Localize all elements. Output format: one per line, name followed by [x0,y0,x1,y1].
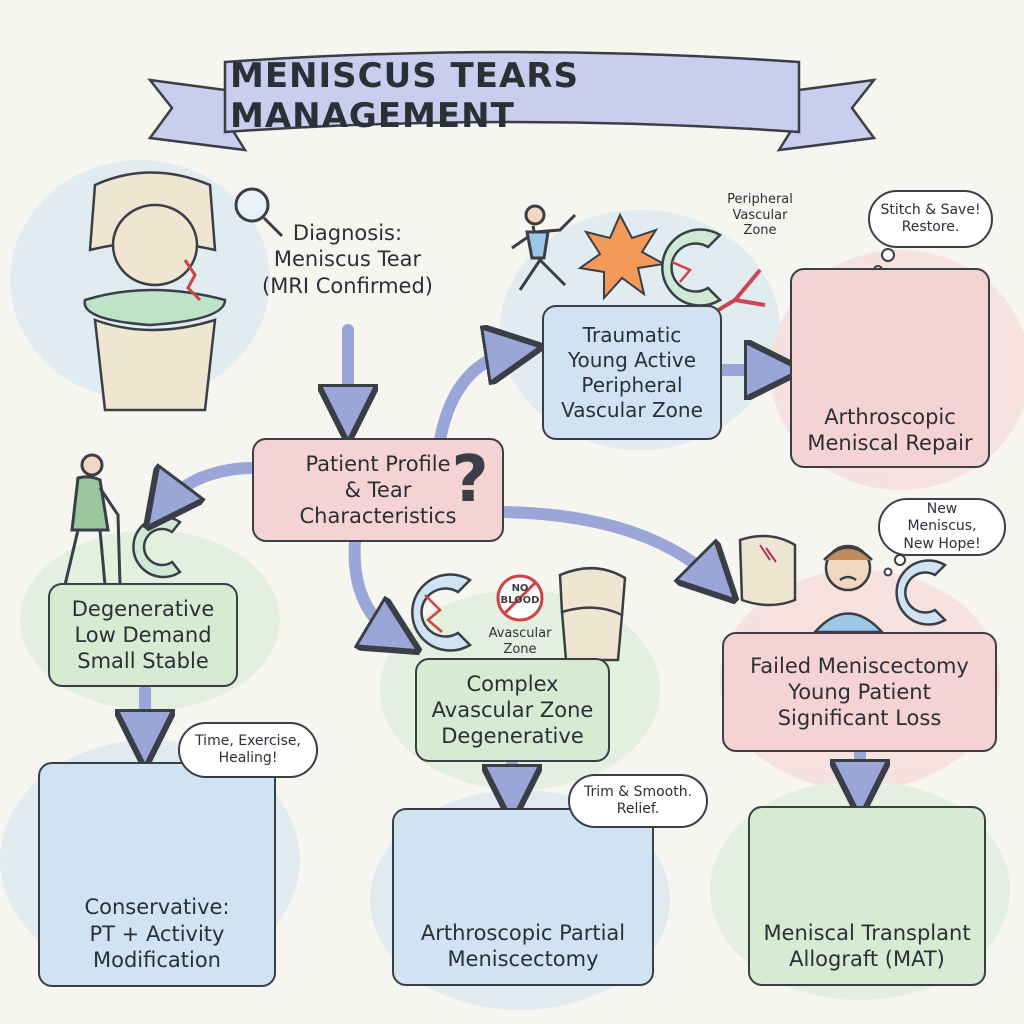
label-no-blood: NO BLOOD [498,583,542,615]
node-meniscal-repair: Arthroscopic Meniscal Repair [790,268,990,468]
node-meniscal-transplant: Meniscal Transplant Allograft (MAT) [748,806,986,986]
page-title: MENISCUS TEARS MANAGEMENT [230,66,790,126]
question-mark: ? [440,440,500,530]
knee-joint-complex [560,568,625,660]
arrow-profile-to-degenerative [160,468,250,510]
label-avascular-zone: Avascular Zone [480,626,560,660]
node-diagnosis: Diagnosis: Meniscus Tear (MRI Confirmed) [250,220,445,310]
node-traumatic-tear: Traumatic Young Active Peripheral Vascul… [542,305,722,440]
node-complex-tear: Complex Avascular Zone Degenerative [415,658,610,762]
label-peripheral-vascular-zone: Peripheral Vascular Zone [715,192,805,248]
knee-scar-illustration [740,536,795,605]
bubble-new-hope: New Meniscus, New Hope! [878,498,1006,556]
node-degenerative-tear: Degenerative Low Demand Small Stable [48,583,238,687]
node-failed-meniscectomy: Failed Meniscectomy Young Patient Signif… [722,632,997,752]
arrow-profile-to-complex [355,540,400,640]
node-partial-meniscectomy: Arthroscopic Partial Meniscectomy [392,808,654,986]
node-conservative-treatment: Conservative: PT + Activity Modification [38,762,276,987]
bubble-time-exercise: Time, Exercise, Healing! [178,722,318,778]
bubble-trim-and-smooth: Trim & Smooth. Relief. [568,774,708,828]
bubble-stitch-and-save: Stitch & Save! Restore. [868,190,993,248]
